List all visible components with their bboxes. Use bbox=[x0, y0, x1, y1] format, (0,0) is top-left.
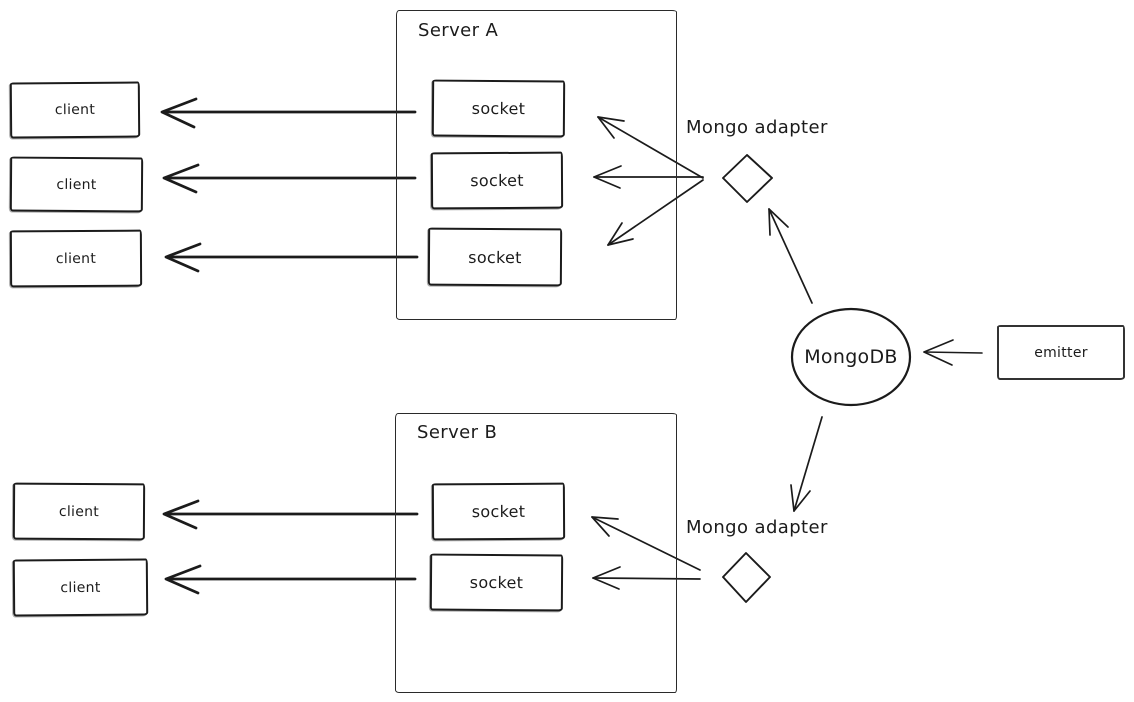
socket-node: socket bbox=[431, 482, 566, 541]
arrow-socket-b1-to-client4 bbox=[162, 499, 419, 530]
mongo-adapter-a-diamond bbox=[722, 154, 773, 203]
client-label: client bbox=[58, 503, 100, 520]
arrow-adapter-b-to-socket5 bbox=[592, 566, 701, 590]
client-node: client bbox=[9, 229, 143, 288]
server-b-title: Server B bbox=[417, 422, 498, 443]
arrow-emitter-to-mongodb bbox=[923, 339, 983, 366]
arrow-adapter-b-to-socket4 bbox=[591, 516, 701, 571]
emitter-node: emitter bbox=[997, 325, 1125, 380]
socket-label: socket bbox=[471, 98, 526, 119]
arrow-socket-a1-to-client1 bbox=[160, 97, 417, 129]
socket-node: socket bbox=[431, 79, 566, 138]
socket-label: socket bbox=[470, 170, 524, 191]
mongo-adapter-b-diamond bbox=[722, 552, 771, 603]
mongodb-ellipse bbox=[790, 307, 912, 407]
client-label: client bbox=[54, 101, 96, 119]
arrow-socket-b2-to-client5 bbox=[164, 564, 417, 595]
arrow-socket-a2-to-client2 bbox=[162, 163, 417, 194]
arrow-adapter-a-to-socket1 bbox=[597, 116, 704, 179]
mongo-adapter-a-label: Mongo adapter bbox=[686, 117, 828, 138]
mongodb-label: MongoDB bbox=[804, 346, 898, 368]
server-a-box bbox=[396, 10, 677, 320]
server-a-title: Server A bbox=[418, 20, 499, 41]
arrow-mongodb-to-adapter-b bbox=[790, 416, 823, 512]
client-node: client bbox=[9, 156, 144, 213]
socket-node: socket bbox=[429, 553, 564, 612]
emitter-label: emitter bbox=[1034, 344, 1088, 361]
client-label: client bbox=[55, 250, 97, 267]
server-b-box bbox=[395, 413, 677, 693]
socket-label: socket bbox=[468, 247, 522, 267]
client-label: client bbox=[60, 579, 101, 596]
socket-node: socket bbox=[430, 151, 564, 210]
client-node: client bbox=[12, 482, 146, 541]
socket-label: socket bbox=[471, 501, 526, 522]
socket-label: socket bbox=[469, 572, 524, 593]
socket-node: socket bbox=[427, 227, 563, 287]
arrow-adapter-a-to-socket2 bbox=[593, 165, 704, 189]
client-node: client bbox=[9, 81, 141, 139]
arrow-adapter-a-to-socket3 bbox=[607, 179, 704, 246]
client-node: client bbox=[12, 558, 149, 617]
client-label: client bbox=[56, 176, 97, 193]
arrow-mongodb-to-adapter-a bbox=[768, 208, 813, 304]
arrow-socket-a3-to-client3 bbox=[164, 242, 419, 273]
mongo-adapter-b-label: Mongo adapter bbox=[686, 517, 828, 538]
